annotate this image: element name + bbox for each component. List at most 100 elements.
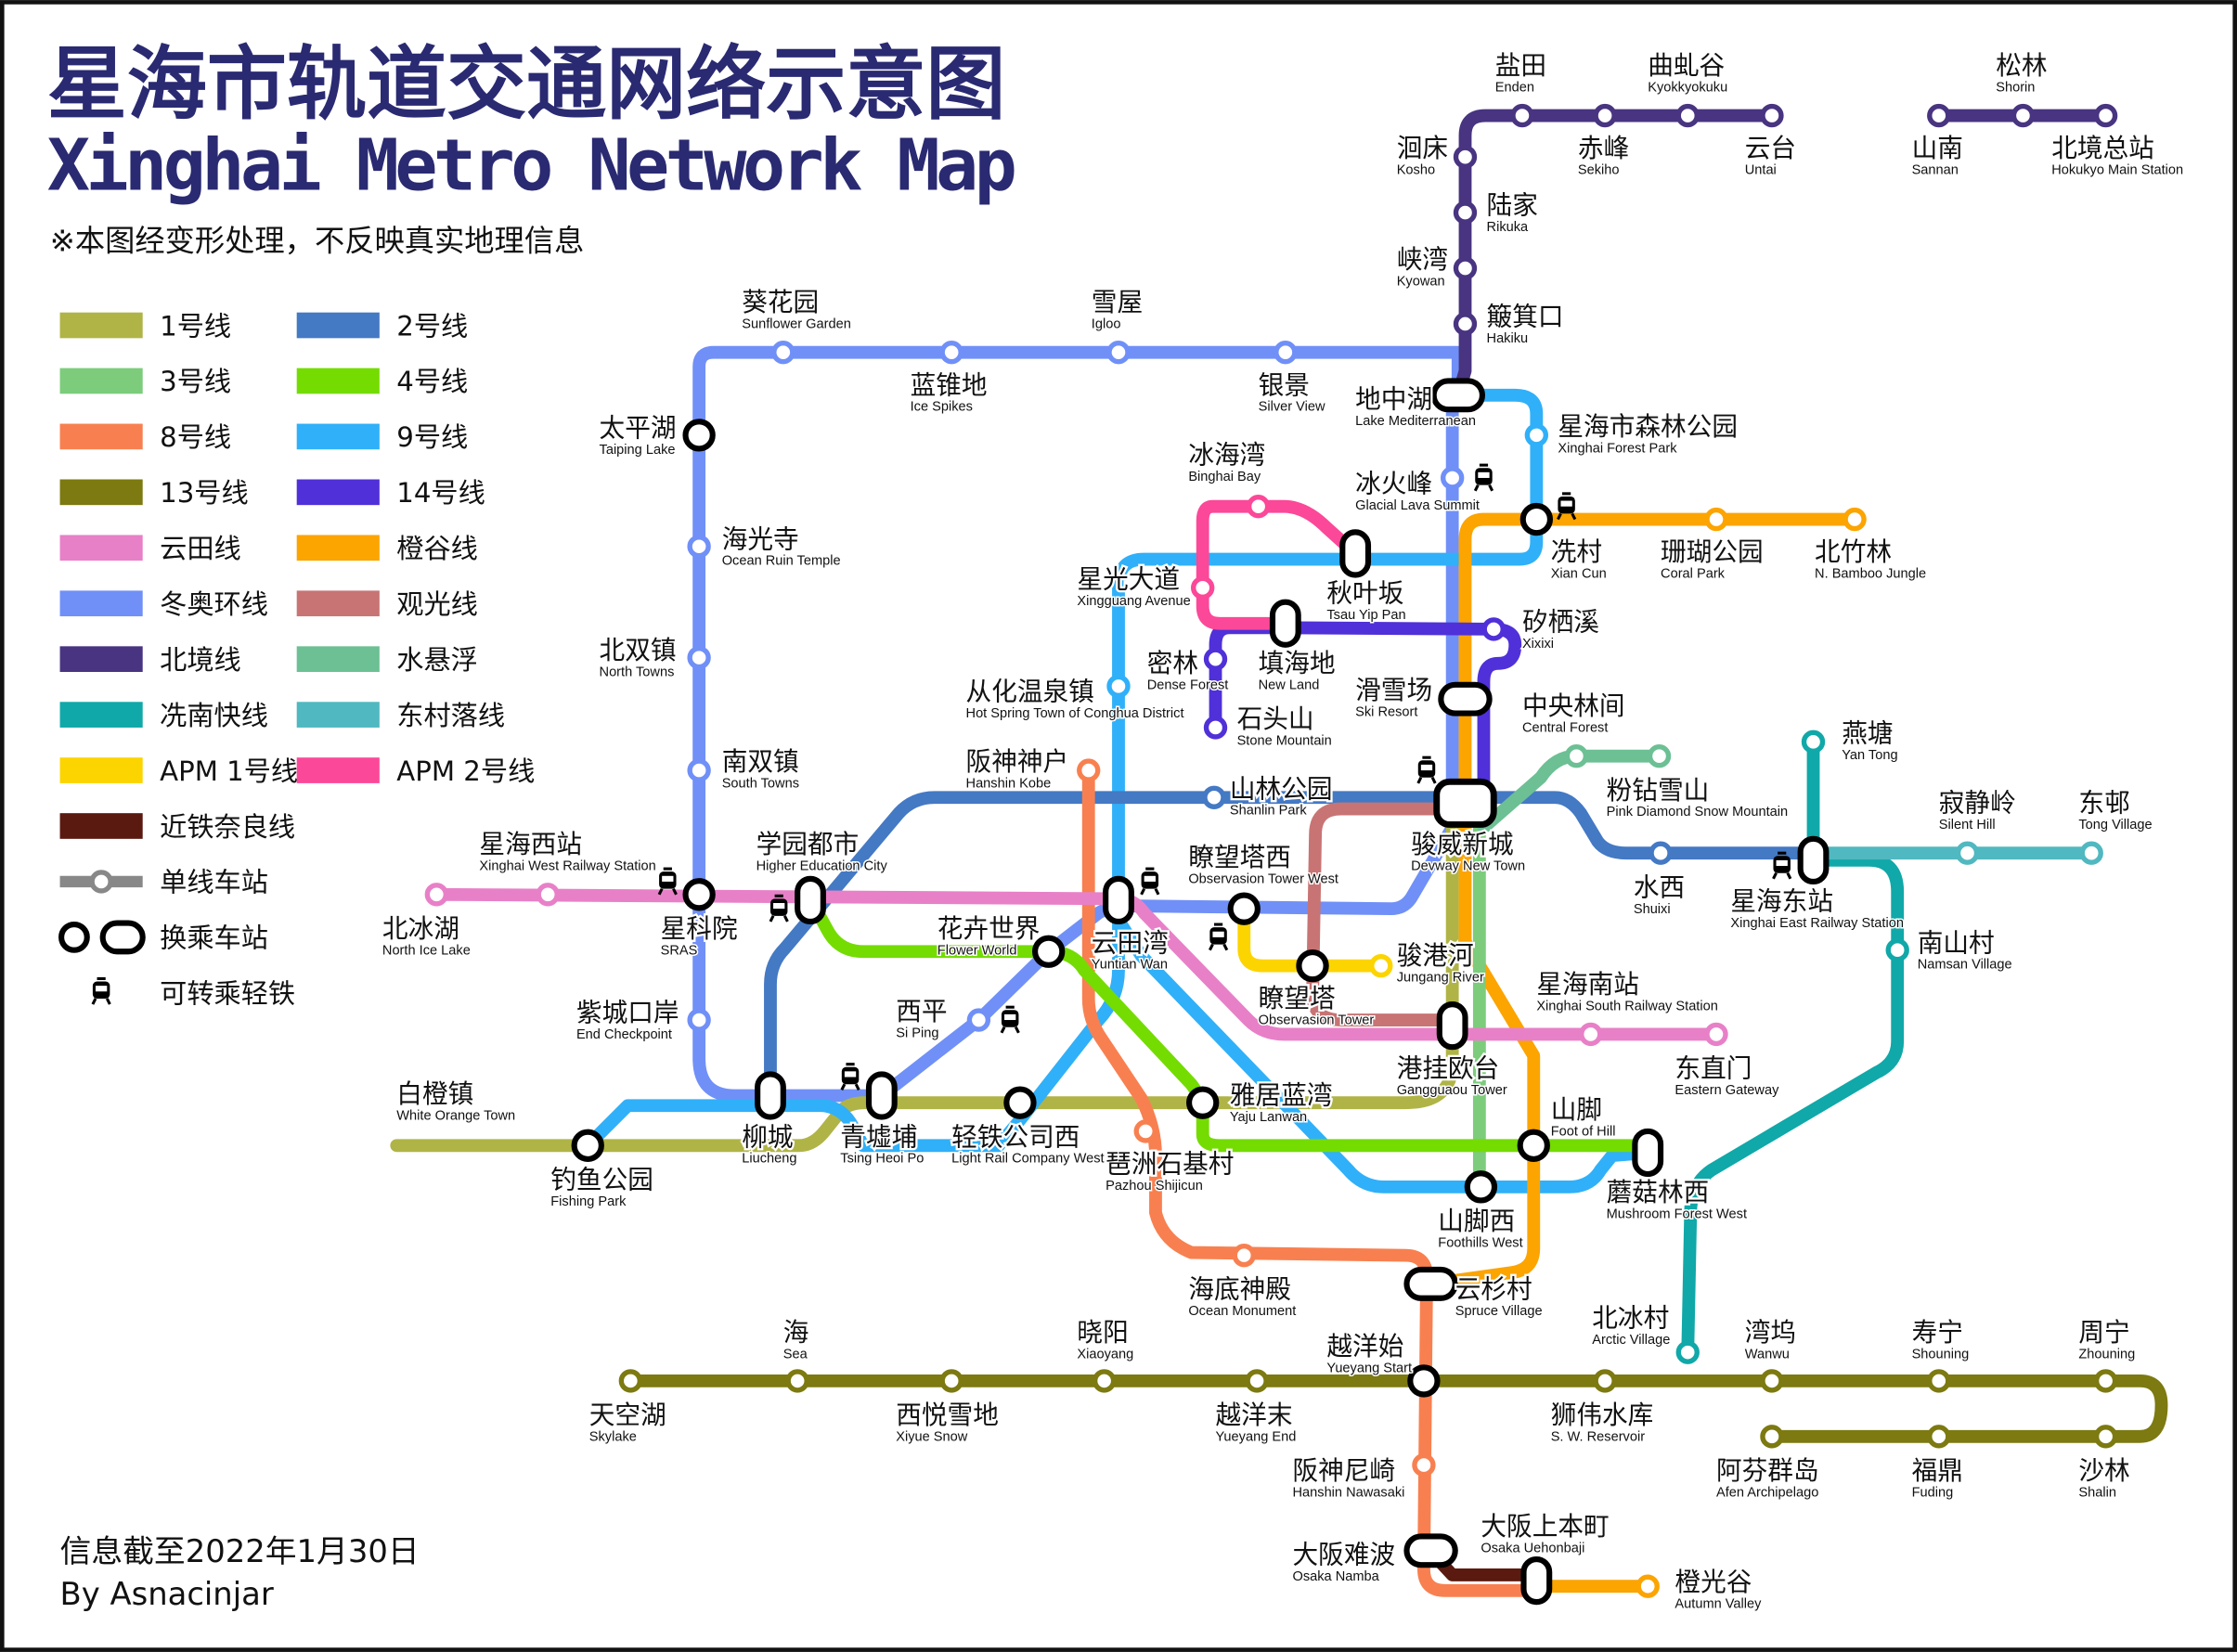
station-beizhulin[interactable]	[1843, 507, 1867, 532]
station-quqiu[interactable]	[1675, 103, 1700, 128]
station-fuding[interactable]	[1927, 1425, 1951, 1449]
station-yueyangshi[interactable]	[1407, 1364, 1441, 1398]
station-dongzhimen[interactable]	[1704, 1022, 1728, 1047]
station-liucheng[interactable]	[755, 1071, 786, 1120]
station-nanshan[interactable]	[1885, 938, 1909, 962]
station-xiyue[interactable]	[939, 1369, 963, 1393]
station-namba[interactable]	[1403, 1533, 1458, 1568]
station-yueyangmo[interactable]	[1245, 1369, 1269, 1393]
station-hanshinkobe[interactable]	[1077, 758, 1101, 782]
station-yuntai[interactable]	[1760, 103, 1784, 128]
station-chengguang[interactable]	[1636, 1574, 1660, 1598]
station-shalin[interactable]	[2093, 1425, 2118, 1449]
station-wanwu[interactable]	[1760, 1369, 1784, 1393]
station-boji[interactable]	[1453, 312, 1478, 336]
station-yantang[interactable]	[1801, 729, 1826, 754]
station-milin[interactable]	[1203, 647, 1228, 671]
station-lujia[interactable]	[1453, 200, 1478, 225]
station-shanhu[interactable]	[1704, 507, 1728, 532]
station-kuihuayuan[interactable]	[771, 341, 795, 365]
station-songlin[interactable]	[2011, 103, 2036, 128]
station-yantian[interactable]	[1510, 103, 1534, 128]
station-zicheng[interactable]	[687, 1008, 711, 1032]
station-xinghaixi[interactable]	[536, 883, 560, 907]
station-shannan[interactable]	[1927, 103, 1951, 128]
station-haiguangsi[interactable]	[687, 535, 711, 559]
station-xiaoyang[interactable]	[1092, 1369, 1117, 1393]
station-tiankonghu[interactable]	[618, 1369, 643, 1393]
station-xinghaidong[interactable]	[1797, 835, 1830, 885]
station-lanzhuidi[interactable]	[939, 341, 963, 365]
station-yunshan[interactable]	[1403, 1266, 1458, 1301]
station-beibingcun[interactable]	[1675, 1340, 1700, 1364]
station-xingkeyuan[interactable]	[682, 878, 716, 911]
station-shouning[interactable]	[1927, 1369, 1951, 1393]
station-senlin[interactable]	[1524, 423, 1549, 447]
station-liaowangxi[interactable]	[1227, 892, 1261, 925]
station-zhongyang[interactable]	[1564, 744, 1589, 768]
station-xinghainan[interactable]	[1579, 1022, 1603, 1047]
station-fenzuan[interactable]	[1647, 744, 1672, 768]
station-xiancun[interactable]	[1519, 502, 1554, 536]
station-xingguang[interactable]	[1191, 575, 1215, 600]
station-dongcun[interactable]	[2079, 841, 2103, 865]
station-pazhou[interactable]	[1133, 1119, 1157, 1143]
station-tianhai[interactable]	[1269, 599, 1301, 648]
station-yinjing[interactable]	[1274, 341, 1298, 365]
station-jungang[interactable]	[1369, 953, 1393, 978]
station-binghaiwan[interactable]	[1246, 495, 1271, 519]
station-nanshuang[interactable]	[687, 758, 711, 782]
station-beijingzong[interactable]	[2093, 103, 2118, 128]
station-taipinghu[interactable]	[682, 419, 716, 452]
station-dizhonghu[interactable]	[1430, 378, 1486, 413]
station-shiwei[interactable]	[1593, 1369, 1617, 1393]
station-junwei[interactable]	[1433, 778, 1497, 828]
station-huahui[interactable]	[1032, 935, 1066, 968]
station-huaxue[interactable]	[1438, 681, 1493, 716]
station-amagasaki[interactable]	[1412, 1452, 1436, 1478]
